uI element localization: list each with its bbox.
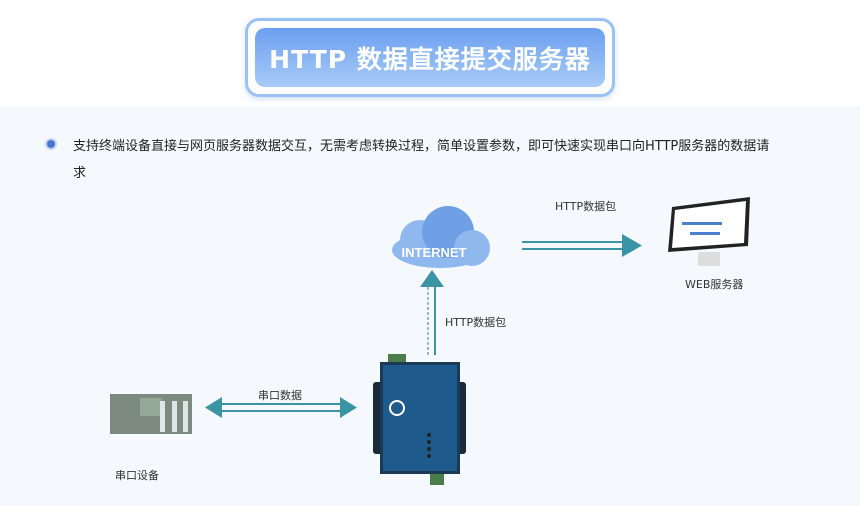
cloud-icon: INTERNET [392, 206, 490, 268]
serial-bidirectional-arrow [205, 397, 357, 418]
serial-device-label: 串口设备 [115, 469, 159, 482]
bullet-icon [47, 140, 55, 148]
monitor-icon [668, 197, 750, 266]
cloud-label: INTERNET [402, 245, 467, 260]
title-banner: HTTP 数据直接提交服务器 [245, 18, 615, 97]
description-text: 支持终端设备直接与网页服务器数据交互，无需考虑转换过程，简单设置参数，即可快速实… [73, 139, 770, 181]
arrow-to-internet [420, 270, 444, 355]
web-server-label: WEB服务器 [685, 278, 744, 291]
page-title: HTTP 数据直接提交服务器 [255, 28, 605, 87]
http-packet-label-top: HTTP数据包 [555, 200, 617, 213]
arrow-to-web-server [522, 234, 642, 257]
serial-data-label: 串口数据 [258, 389, 302, 402]
plc-device-icon [110, 394, 192, 434]
http-packet-label-vertical: HTTP数据包 [445, 316, 507, 329]
serial-server-device [373, 354, 466, 485]
